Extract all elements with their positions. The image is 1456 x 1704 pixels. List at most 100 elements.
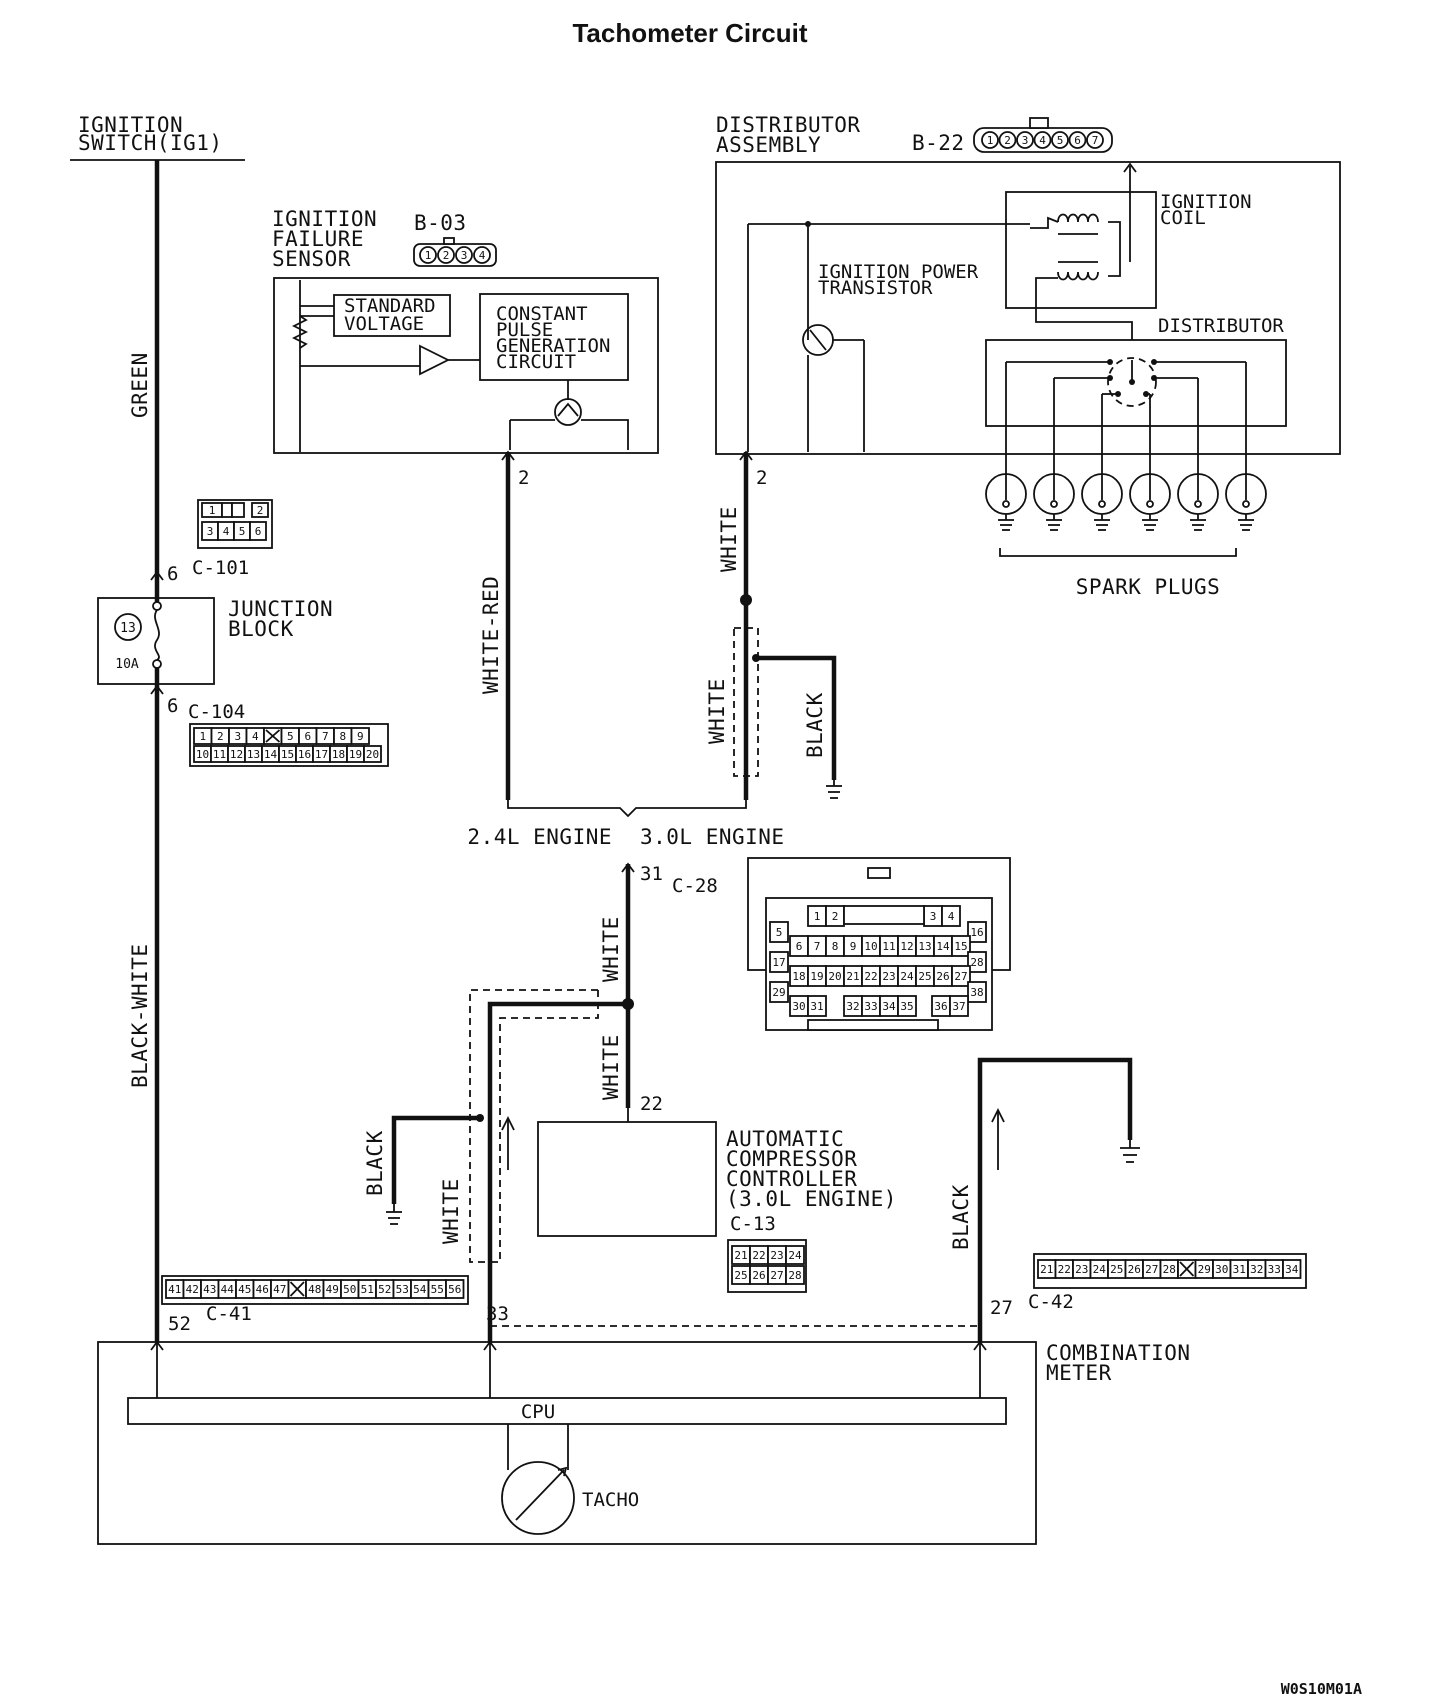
pin-label: 26 [936,970,949,983]
cpu-label: CPU [521,1401,555,1423]
pin-label: 4 [252,730,259,743]
svg-text:1: 1 [209,504,216,517]
svg-text:CONTROLLER: CONTROLLER [726,1167,857,1191]
pin-label: 25 [1110,1263,1123,1276]
pin-label: 1 [425,249,432,262]
pin-label: 6 [304,730,311,743]
svg-text:TRANSISTOR: TRANSISTOR [818,277,933,299]
pin-label: 30 [1215,1263,1228,1276]
shielded-section [733,627,759,777]
pin-label: 7 [322,730,329,743]
pin-label: 45 [238,1283,251,1296]
pin-label: 37 [952,1000,965,1013]
pin-label: 35 [900,1000,913,1013]
black-wire-label-3: BLACK [949,1184,973,1250]
svg-text:IGNITION: IGNITION [1160,191,1252,213]
pin-label: 10 [864,940,877,953]
pin-label: 25 [918,970,931,983]
pin-label: 11 [213,748,226,761]
ignition-switch-label-1: IGNITION [78,113,183,137]
pin-label: 5 [287,730,294,743]
pin-label: 4 [1039,134,1046,147]
junction-block-label-2: BLOCK [228,617,294,641]
cpu-block [127,1397,1007,1425]
shield-outline [469,989,599,1263]
svg-text:DISTRIBUTOR: DISTRIBUTOR [1158,315,1284,337]
pin-label: 21 [846,970,859,983]
signal-arrow-icon [991,1107,1005,1170]
pin-label: 3 [1022,134,1029,147]
pin-label: 23 [770,1249,783,1262]
pin-label: 11 [882,940,895,953]
svg-text:COMPRESSOR: COMPRESSOR [726,1147,857,1171]
pin-label: 10 [196,748,209,761]
pin-label: 41 [168,1283,181,1296]
pin-label: 24 [788,1249,802,1262]
tachometer-gauge-icon [501,1461,575,1535]
pin-label: 16 [298,748,311,761]
pin-label: 7 [814,940,821,953]
pin-label: 14 [936,940,950,953]
black-white-wire-label: BLACK-WHITE [128,943,152,1088]
pin-label: 27 [954,970,967,983]
pin-label: 51 [361,1283,374,1296]
pin-label: 19 [810,970,823,983]
spark-plugs-label: SPARK PLUGS [1076,575,1221,599]
black-wire-label-2: BLACK [363,1130,387,1196]
c42-pin: 27 [990,1297,1013,1319]
c104-pin: 6 [167,695,178,717]
pin-label: 15 [281,748,294,761]
engine-label-30l: 3.0L ENGINE [640,825,785,849]
b03-name: B-03 [414,211,467,235]
pin-label: 2 [443,249,450,262]
combination-meter: COMBINATION METER CPU TACHO [97,1340,1190,1545]
c101-pin: 6 [167,563,178,585]
diagram-title: Tachometer Circuit [572,18,807,48]
svg-text:PULSE: PULSE [496,319,553,341]
pin-label: 2 [832,910,839,923]
svg-text:COIL: COIL [1160,207,1206,229]
svg-text:2: 2 [257,504,264,517]
pin-label: 8 [339,730,346,743]
white-wire-label-4: WHITE [599,1034,623,1100]
spark-plugs [985,362,1267,531]
svg-text:ASSEMBLY: ASSEMBLY [716,133,821,157]
white-wire-label-2: WHITE [705,678,729,744]
ignition-failure-sensor: IGNITION FAILURE SENSOR B-03 STANDARD VO… [272,207,659,454]
pin-label: 7 [1092,134,1099,147]
pin-label: 43 [203,1283,216,1296]
pin-label: 9 [850,940,857,953]
pin-label: 23 [1075,1263,1088,1276]
pin-label: 56 [448,1283,461,1296]
ignition-switch: IGNITION SWITCH(IG1) [70,113,245,161]
pin-label: 31 [810,1000,823,1013]
pin-label: 28 [970,956,983,969]
pin-label: 28 [788,1269,801,1282]
pin-label: 38 [970,986,983,999]
svg-text:AUTOMATIC: AUTOMATIC [726,1127,844,1151]
pin-label: 52 [378,1283,391,1296]
pin-label: 13 [247,748,260,761]
ignition-coil-secondary-icon [1057,271,1099,281]
pin-label: 20 [828,970,841,983]
svg-text:METER: METER [1046,1361,1112,1385]
pin-label: 22 [864,970,877,983]
svg-text:4: 4 [223,525,230,538]
svg-text:FAILURE: FAILURE [272,227,364,251]
amplifier-icon [419,344,451,376]
pin-label: 16 [970,926,983,939]
signal-arrow-icon [501,1115,515,1170]
pin-label: 18 [792,970,805,983]
pin-label: 28 [1163,1263,1176,1276]
c13-name: C-13 [730,1213,776,1235]
pin-label: 25 [734,1269,747,1282]
pin-label: 1 [987,134,994,147]
pin-label: 46 [256,1283,269,1296]
pin-label: 44 [221,1283,235,1296]
